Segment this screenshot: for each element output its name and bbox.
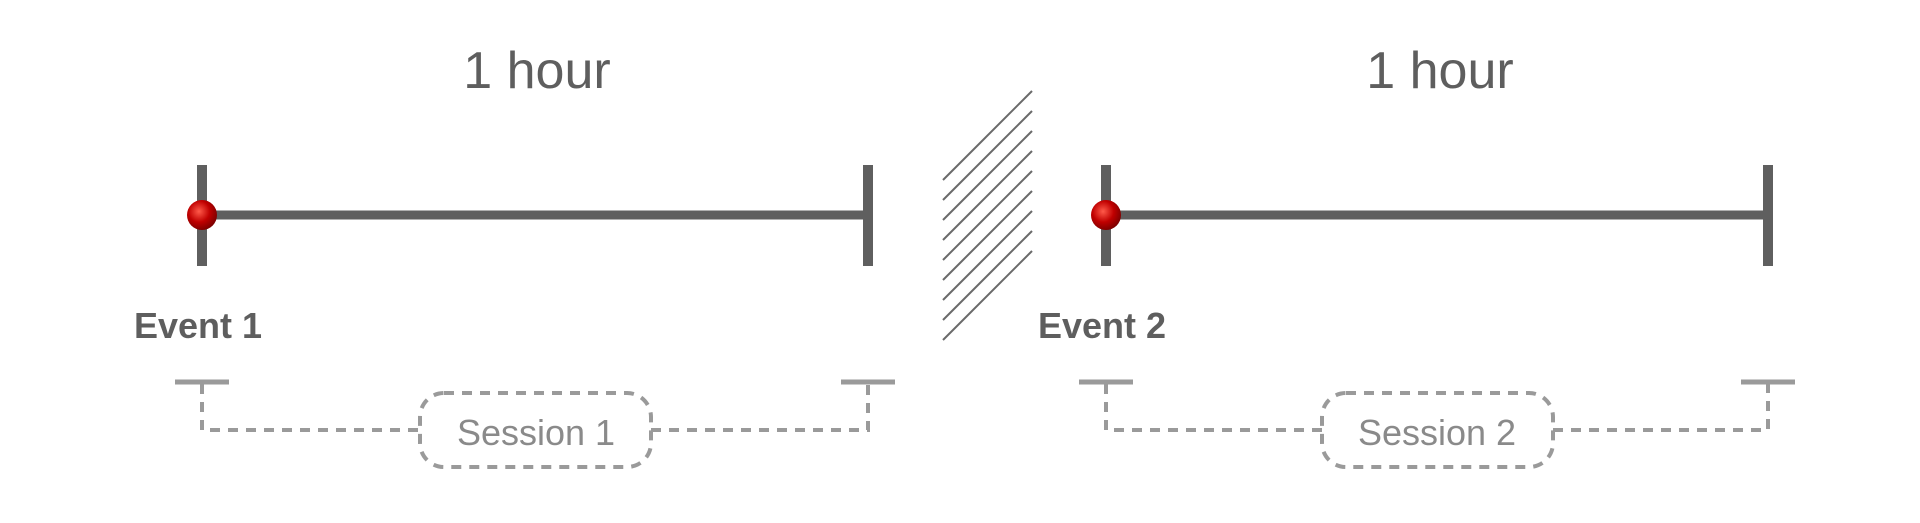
duration-label-2: 1 hour <box>1366 42 1513 100</box>
session-bracket-2: Session 2 <box>1079 379 1795 469</box>
session-label-2: Session 2 <box>1358 412 1516 453</box>
event-label-2: Event 2 <box>1038 305 1166 346</box>
bracket-right-1 <box>651 384 870 432</box>
session-box-1 <box>418 391 653 469</box>
session-label-1: Session 1 <box>457 412 615 453</box>
bracket-right-2 <box>1553 384 1770 432</box>
bracket-left-2 <box>1104 384 1322 432</box>
time-gap-hatch <box>942 90 1033 341</box>
bracket-left-1 <box>200 384 420 432</box>
event-dot-2 <box>1091 200 1121 230</box>
duration-label-1: 1 hour <box>463 42 610 100</box>
event-label-1: Event 1 <box>134 305 262 346</box>
segment-1: 1 hour Event 1 Session 1 <box>134 42 895 469</box>
session-bracket-1: Session 1 <box>175 379 895 469</box>
event-dot-1 <box>187 200 217 230</box>
segment-2: 1 hour Event 2 Session 2 <box>1038 42 1795 469</box>
session-box-2 <box>1320 391 1555 469</box>
